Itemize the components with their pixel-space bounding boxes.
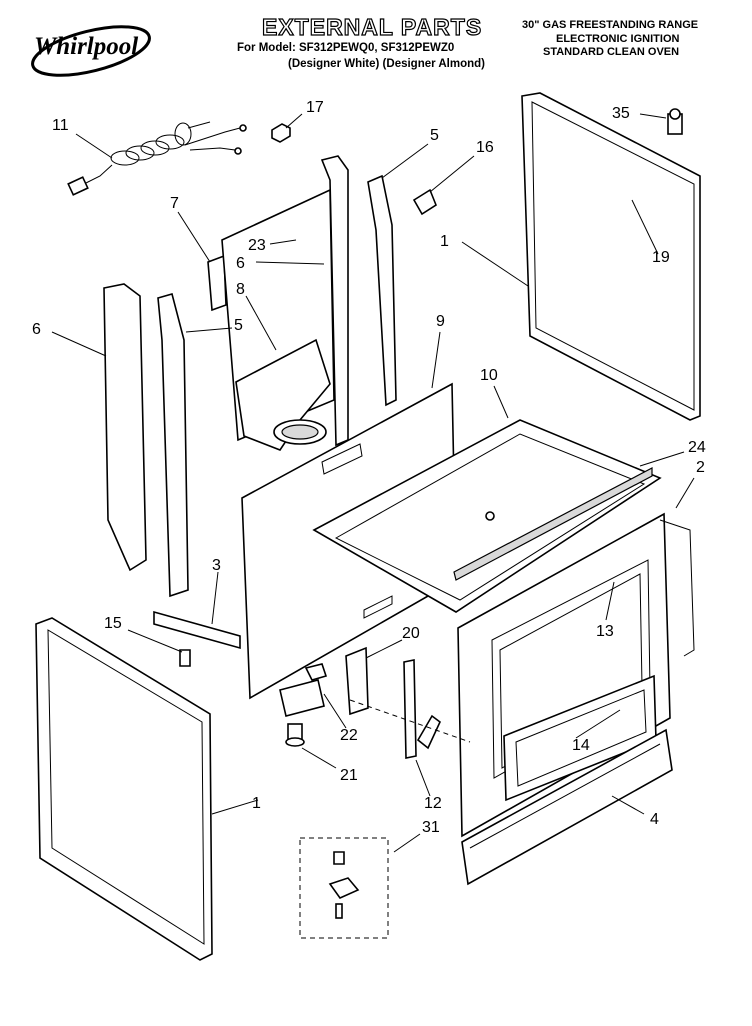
callout-12: 12 [424,795,442,812]
screw-part-22 [304,663,328,681]
whirlpool-logo: Whirlpool [28,20,154,80]
callout-1: 1 [440,233,449,250]
latch-part-12 [403,659,441,759]
callout-7: 7 [170,195,179,212]
callout-16: 16 [476,139,494,156]
callout-5: 5 [430,127,439,144]
product-line-1: 30" GAS FREESTANDING RANGE [522,19,699,31]
callout-23: 23 [248,237,266,254]
bracket-part-7 [207,254,227,312]
leader-lines [51,113,695,853]
variant-line: (Designer White) (Designer Almond) [288,58,485,70]
power-cord-part [67,121,247,196]
side-panel-right [521,92,701,421]
callout-2: 2 [696,459,705,476]
callout-9: 9 [436,313,445,330]
product-line-3: STANDARD CLEAN OVEN [543,46,680,58]
page-title: EXTERNAL PARTS [261,13,483,40]
product-line-2: ELECTRONIC IGNITION [556,33,680,45]
callout-11: 11 [52,117,69,134]
callout-17: 17 [306,99,324,116]
brand-wordmark: Whirlpool [34,33,138,60]
rail-part-5-upper [367,174,397,407]
door-gasket-part-2 [659,519,695,657]
leveling-leg-part-35 [667,108,683,135]
callout-22: 22 [340,727,358,744]
callout-labels: 11 17 35 5 16 7 23 6 19 1 8 6 5 9 10 24 … [32,99,706,836]
callout-15: 15 [104,615,122,632]
callout-20: 20 [402,625,420,642]
callout-1b: 1 [252,795,261,812]
callout-6b: 6 [32,321,41,338]
vent-duct-part-8 [235,338,331,451]
callout-8: 8 [236,281,245,298]
trim-strip-part-3 [153,610,241,650]
grommet-part-16 [412,188,437,216]
toe-kick-part-4 [461,728,673,886]
bracket-part-20 [345,646,369,716]
side-panel-left [35,617,213,961]
callout-19: 19 [652,249,670,266]
leveling-leg-part-21 [285,723,305,747]
model-line: For Model: SF312PEWQ0, SF312PEWZ0 [237,42,455,54]
callout-24: 24 [688,439,706,456]
rail-part-6-left [103,283,147,572]
parts-kit-box-31 [299,837,389,939]
callout-13: 13 [596,623,614,640]
screw-part-15 [179,649,191,667]
callout-21: 21 [340,767,358,784]
callout-4: 4 [650,811,659,828]
callout-10: 10 [480,367,498,384]
callout-31: 31 [422,819,440,836]
callout-14: 14 [572,737,590,754]
callout-5b: 5 [234,317,243,334]
clip-part-17 [271,123,291,143]
rail-part-5-left [157,293,189,598]
callout-35: 35 [612,105,630,122]
callout-3: 3 [212,557,221,574]
callout-6: 6 [236,255,245,272]
